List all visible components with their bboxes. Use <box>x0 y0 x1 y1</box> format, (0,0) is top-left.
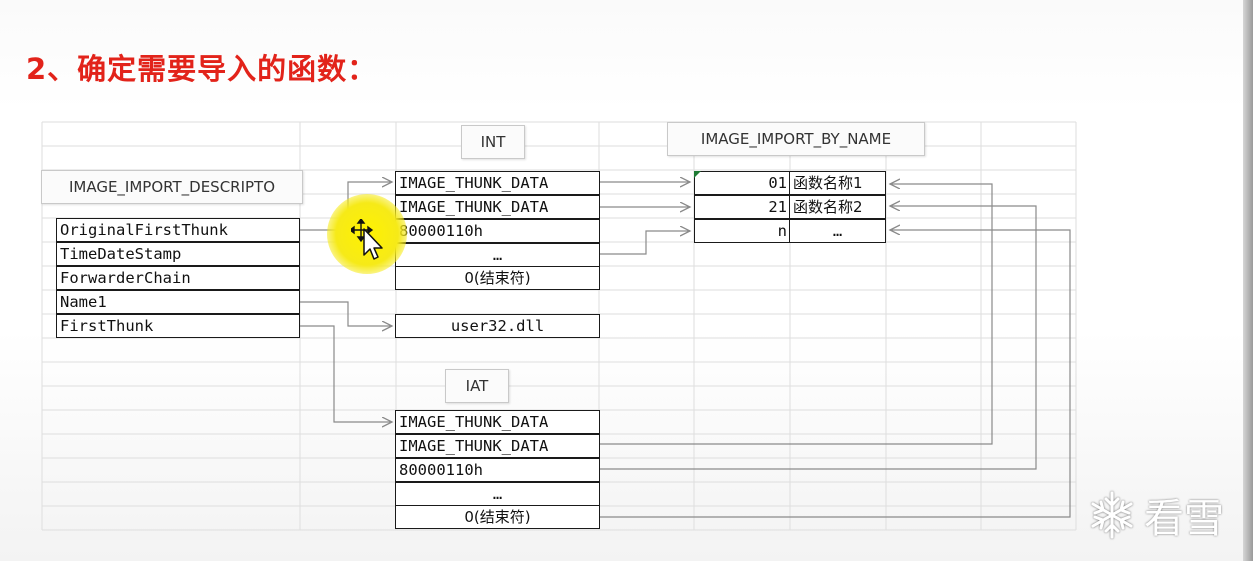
move-cursor-icon <box>351 219 383 260</box>
int-row: IMAGE_THUNK_DATA <box>395 195 600 219</box>
iat-label: IAT <box>445 369 509 403</box>
window-edge <box>1243 0 1253 561</box>
by-name-function: … <box>789 219 886 243</box>
connector-arrows <box>300 182 1071 518</box>
descriptor-field-time-date-stamp: TimeDateStamp <box>56 242 300 266</box>
by-name-function: 函数名称1 <box>789 171 886 195</box>
snowflake-logo-icon <box>1091 491 1133 539</box>
iat-row-terminator: 0(结束符) <box>395 505 600 529</box>
cell-corner-marker <box>694 171 701 178</box>
watermark: 看雪 <box>1086 485 1246 545</box>
dll-name-cell: user32.dll <box>395 314 600 338</box>
descriptor-field-first-thunk: FirstThunk <box>56 314 300 338</box>
by-name-hint: 21 <box>694 195 791 219</box>
iat-row: IMAGE_THUNK_DATA <box>395 434 600 458</box>
slide-title: 2、确定需要导入的函数： <box>26 52 378 86</box>
by-name-label: IMAGE_IMPORT_BY_NAME <box>667 122 925 156</box>
iat-row: IMAGE_THUNK_DATA <box>395 410 600 434</box>
descriptor-field-name: Name1 <box>56 290 300 314</box>
descriptor-field-original-first-thunk: OriginalFirstThunk <box>56 218 300 242</box>
descriptor-label: IMAGE_IMPORT_DESCRIPTO <box>41 170 303 204</box>
by-name-function: 函数名称2 <box>789 195 886 219</box>
watermark-text: 看雪 <box>1144 496 1224 542</box>
int-label: INT <box>461 125 525 159</box>
iat-row: … <box>395 482 600 506</box>
descriptor-field-forwarder-chain: ForwarderChain <box>56 266 300 290</box>
by-name-hint: n <box>694 219 791 243</box>
by-name-hint: 01 <box>694 171 791 195</box>
int-row: IMAGE_THUNK_DATA <box>395 171 600 195</box>
int-row-terminator: 0(结束符) <box>395 266 600 290</box>
iat-row: 80000110h <box>395 458 600 482</box>
int-row: 80000110h <box>395 219 600 243</box>
int-row: … <box>395 243 600 267</box>
